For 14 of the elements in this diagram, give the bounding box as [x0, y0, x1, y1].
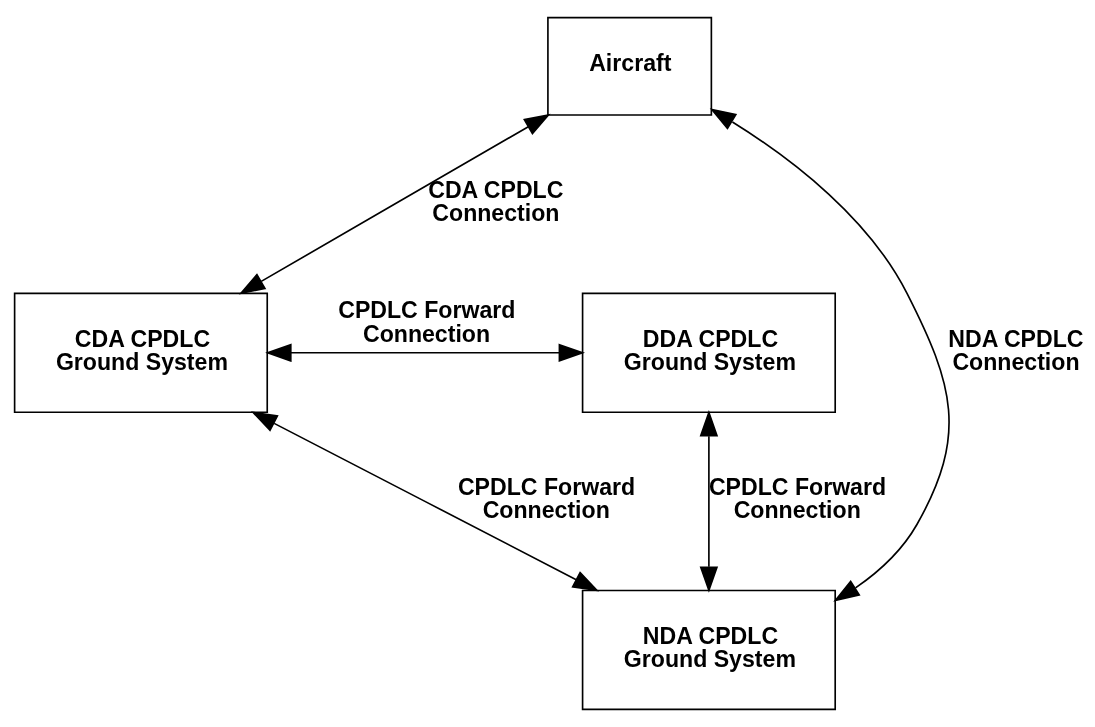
node-box: Aircraft [547, 16, 713, 116]
node-box: NDA CPDLC Ground System [581, 589, 837, 711]
edge-label: CPDLC Forward Connection [708, 474, 887, 524]
edge-label: NDA CPDLC Connection [948, 325, 1084, 375]
node-box: CDA CPDLC Ground System [13, 292, 269, 414]
edge-label: CPDLC Forward Connection [457, 474, 636, 524]
arrow [238, 113, 551, 295]
edge-label: CPDLC Forward Connection [338, 297, 516, 347]
arrow [709, 108, 950, 602]
arrow [250, 411, 600, 592]
arrow [699, 410, 719, 593]
arrow [265, 343, 585, 363]
node-box: DDA CPDLC Ground System [581, 292, 837, 414]
edge-label: CDA CPDLC Connection [428, 176, 564, 227]
